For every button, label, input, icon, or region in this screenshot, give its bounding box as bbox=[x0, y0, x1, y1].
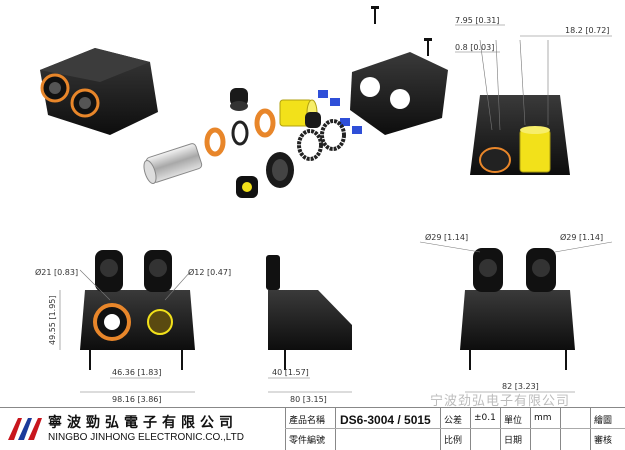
housing-3d bbox=[350, 52, 448, 135]
watermark: 宁波劲弘电子有限公司 bbox=[430, 394, 571, 409]
exploded-parts bbox=[143, 88, 362, 198]
dim-top-a: 7.95 [0.31] bbox=[455, 16, 499, 25]
assembled-socket-3d bbox=[40, 48, 158, 135]
cap-small bbox=[305, 112, 321, 128]
orange-ring-2 bbox=[254, 108, 276, 138]
screw-2 bbox=[424, 38, 432, 56]
front-view: Ø21 [0.83] Ø12 [0.47] 49.55 [1.95] 46.36… bbox=[35, 250, 231, 404]
gear-washer-1 bbox=[297, 129, 323, 161]
part-number: DS6-3004 / 5015 bbox=[340, 413, 431, 427]
plug-cylinder bbox=[143, 143, 203, 185]
company-logo bbox=[8, 418, 42, 440]
unit-value: mm bbox=[534, 413, 552, 423]
cap-top bbox=[230, 88, 248, 111]
rear-view: Ø29 [1.14] Ø29 [1.14] 82 [3.23] bbox=[419, 232, 613, 393]
label-unit: 單位 bbox=[504, 416, 523, 426]
dim-top-b: 0.8 [0.03] bbox=[455, 43, 494, 52]
dim-top-c: 18.2 [0.72] bbox=[565, 26, 609, 35]
company-name-cn: 寧波勁弘電子有限公司 bbox=[48, 415, 238, 431]
dim-side-w1: 40 [1.57] bbox=[272, 368, 309, 377]
dim-front-d1: Ø21 [0.83] bbox=[35, 267, 78, 277]
label-part-no: 零件編號 bbox=[289, 436, 326, 446]
title-block: 寧波勁弘電子有限公司 NINGBO JINHONG ELECTRONIC.CO.… bbox=[0, 407, 625, 450]
screw-1 bbox=[371, 6, 379, 24]
dim-rear-w: 82 [3.23] bbox=[502, 382, 539, 391]
tolerance-value: ±0.1 bbox=[474, 413, 496, 423]
gear-washer-2 bbox=[320, 119, 346, 151]
dim-side-w2: 80 [3.15] bbox=[290, 395, 327, 404]
company-name-en: NINGBO JINHONG ELECTRONIC.CO.,LTD bbox=[48, 432, 244, 443]
label-checked: 審核 bbox=[594, 436, 613, 446]
side-view: 40 [1.57] 80 [3.15] bbox=[266, 255, 352, 404]
label-scale: 比例 bbox=[444, 436, 463, 446]
dim-front-w1: 46.36 [1.83] bbox=[112, 368, 162, 377]
dim-rear-d2: Ø29 [1.14] bbox=[560, 232, 603, 242]
dim-front-d2: Ø12 [0.47] bbox=[188, 267, 231, 277]
socket-tube bbox=[266, 152, 294, 188]
cutaway-view: 7.95 [0.31] 0.8 [0.03] 18.2 [0.72] bbox=[455, 16, 612, 175]
dim-front-w2: 98.16 [3.86] bbox=[112, 395, 162, 404]
label-date: 日期 bbox=[504, 436, 523, 446]
blue-clips bbox=[318, 90, 362, 134]
led-indicator bbox=[236, 176, 258, 198]
label-product-name: 產品名稱 bbox=[289, 416, 326, 426]
orange-ring-1 bbox=[204, 127, 226, 157]
black-ring-1 bbox=[231, 120, 249, 146]
label-drawn: 繪圖 bbox=[594, 416, 613, 426]
dim-rear-d1: Ø29 [1.14] bbox=[425, 232, 468, 242]
dim-front-h: 49.55 [1.95] bbox=[48, 296, 57, 346]
label-tolerance: 公差 bbox=[444, 416, 463, 426]
